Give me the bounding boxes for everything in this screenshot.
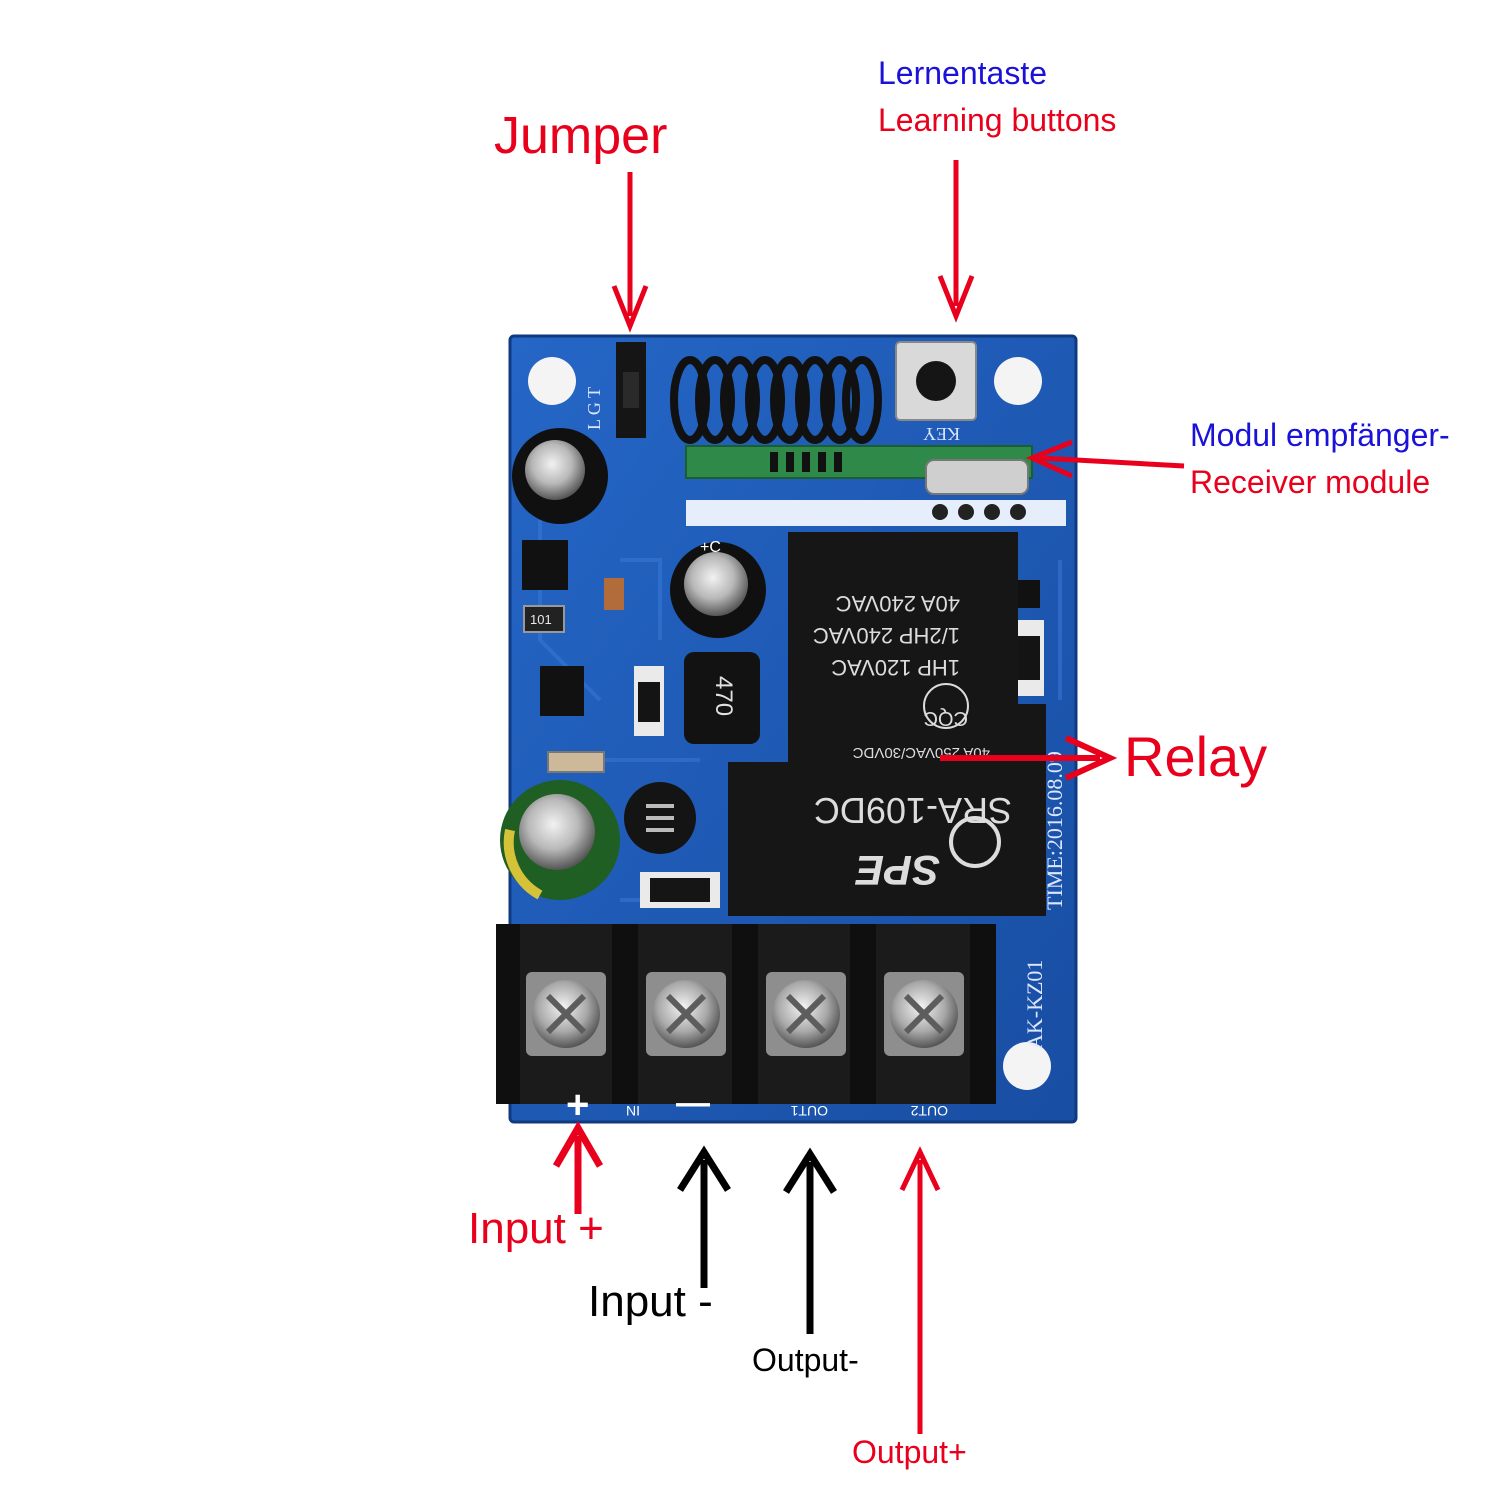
jumper-silk-label: L G T <box>584 387 604 430</box>
out1-silk: OUT1 <box>790 1103 828 1119</box>
receiver-arrow <box>1025 439 1185 479</box>
terminal-screw-3 <box>766 972 846 1056</box>
antenna-coil <box>670 356 882 444</box>
capacitor-label: +C <box>700 539 721 556</box>
relay-cert-ring <box>923 683 969 729</box>
jumper-arrow <box>611 172 649 333</box>
jumper-label: Jumper <box>494 107 668 165</box>
receiver-label-de: Modul empfänger- <box>1190 417 1450 453</box>
relay-block: 40A 240VAC 1/2HP 240VAC 1HP 120VAC CQC 4… <box>728 532 1046 916</box>
relay-line1: 40A 240VAC <box>836 591 960 616</box>
pin-in-silk: IN <box>626 1103 640 1119</box>
inductor: 470 <box>684 652 760 744</box>
capacitor-center: +C <box>670 539 766 638</box>
relay-arrow <box>940 735 1118 781</box>
mounting-hole-bottom-right <box>1003 1042 1051 1090</box>
transistor <box>624 782 696 854</box>
jumper-header: L G T <box>584 342 646 438</box>
mounting-hole-top-right <box>994 357 1042 405</box>
input-plus-label: Input + <box>468 1204 604 1253</box>
mounting-hole-top-left <box>528 357 576 405</box>
receiver-label-en: Receiver module <box>1190 464 1431 500</box>
terminal-screw-4 <box>884 972 964 1056</box>
receiver-pins <box>932 504 1026 520</box>
time-silk: TIME:2016.08.09 <box>1042 751 1067 910</box>
resistor-label: 101 <box>530 612 552 627</box>
relay-line3: 1HP 120VAC <box>831 655 960 680</box>
pin-plus-silk: + <box>566 1083 589 1127</box>
input-minus-label: Input - <box>588 1277 713 1326</box>
output-plus-label: Output+ <box>852 1434 967 1470</box>
relay-model: SRA-109DC <box>814 790 1012 831</box>
terminal-block <box>496 924 996 1104</box>
input-plus-arrow <box>552 1121 604 1214</box>
learning-label-de: Lernentaste <box>878 55 1048 91</box>
capacitor-top-left <box>512 428 608 524</box>
capacitor-bottom-left <box>500 780 620 900</box>
out2-silk: OUT2 <box>910 1103 948 1119</box>
output-minus-arrow <box>783 1147 837 1334</box>
key-silk-label: KEY <box>923 424 960 444</box>
output-minus-label: Output- <box>752 1342 859 1378</box>
relay-label: Relay <box>1124 725 1268 788</box>
inductor-label: 470 <box>710 676 737 716</box>
relay-cert: CQC <box>924 707 968 729</box>
relay-brand-logo <box>949 816 1001 868</box>
terminal-screw-1 <box>526 972 606 1056</box>
relay-line2: 1/2HP 240VAC <box>813 623 960 648</box>
input-minus-arrow <box>677 1145 731 1288</box>
learning-button: KEY <box>895 341 977 444</box>
relay-brand: SPE <box>854 847 940 894</box>
learning-arrow <box>937 160 975 323</box>
terminal-silk: + IN — OUT1 OUT2 <box>566 1083 948 1127</box>
learning-label-en: Learning buttons <box>878 102 1117 138</box>
annotation-arrows <box>552 160 1185 1434</box>
pin-minus-silk: — <box>676 1084 710 1122</box>
smd-components: 101 <box>522 540 1044 908</box>
receiver-module <box>685 445 1066 526</box>
terminal-screw-2 <box>646 972 726 1056</box>
model-silk: AK-KZ01 <box>1022 960 1047 1050</box>
output-plus-arrow <box>899 1146 941 1434</box>
